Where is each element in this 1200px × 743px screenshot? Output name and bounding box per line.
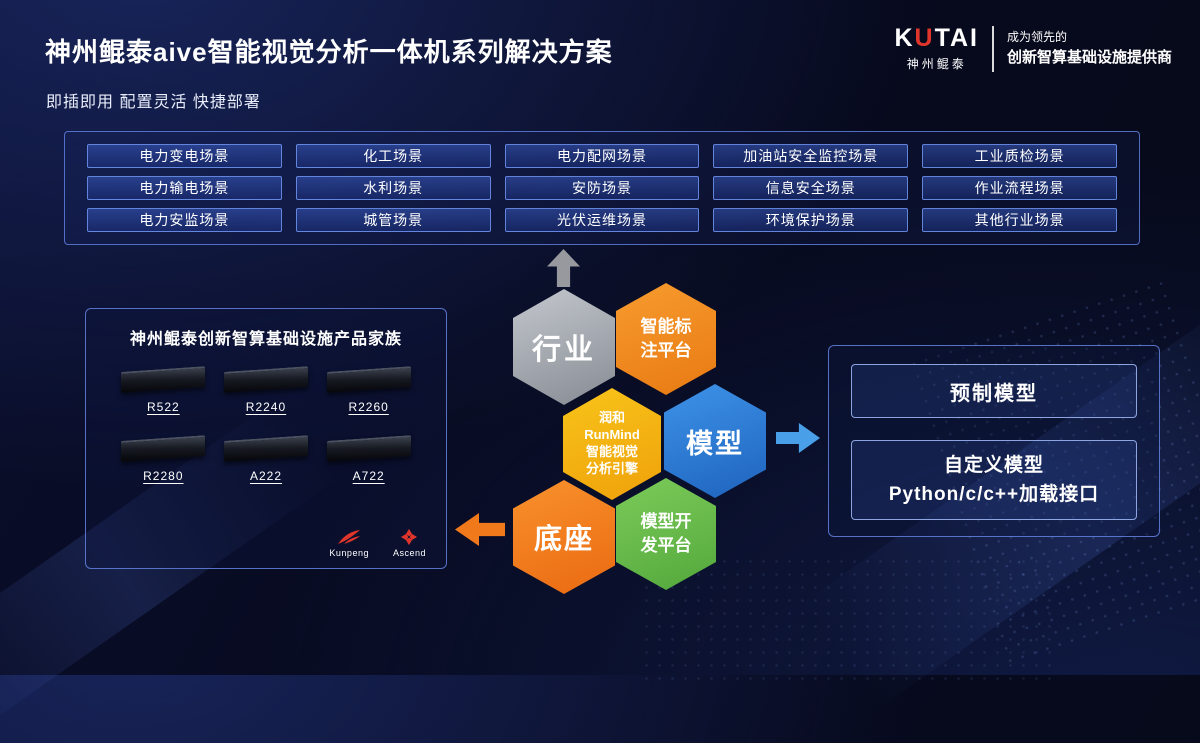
kunpeng-logo: Kunpeng — [329, 528, 369, 558]
brand-divider — [991, 26, 994, 72]
hexagon-annotation-line1: 智能标 — [640, 317, 692, 337]
hexagon-center-line2: RunMind — [584, 427, 640, 443]
scenario-tag: 电力输电场景 — [87, 176, 282, 200]
custom-model-box: 自定义模型 Python/c/c++加载接口 — [851, 440, 1137, 520]
product-item: R2260 — [317, 366, 420, 414]
ascend-logo-text: Ascend — [392, 548, 426, 558]
hexagon-dev-line1: 模型开 — [640, 512, 692, 532]
vendor-logos: Kunpeng Ascend — [329, 528, 426, 558]
hexagon-annotation-line2: 注平台 — [640, 341, 692, 360]
brand-letters-tai: TAI — [934, 24, 979, 52]
hexagon-center-line3: 智能视觉 — [585, 444, 638, 459]
hexagon-model-label: 模型 — [686, 428, 744, 459]
scenario-tag: 作业流程场景 — [922, 176, 1117, 200]
product-label: A722 — [352, 469, 385, 483]
scenario-tag: 环境保护场景 — [713, 208, 909, 232]
scenario-tag: 其他行业场景 — [922, 208, 1117, 232]
brand-letter-k: K — [894, 24, 915, 52]
server-image — [223, 435, 308, 462]
product-item: R2280 — [112, 435, 215, 483]
hexagon-dev-line2: 发平台 — [640, 536, 692, 555]
product-grid: R522 R2240 R2260 R2280 A222 A722 — [112, 366, 420, 483]
brand-tagline-line2: 创新智算基础设施提供商 — [1006, 48, 1172, 66]
product-label: A222 — [249, 469, 282, 483]
scenario-tag: 加油站安全监控场景 — [713, 144, 909, 168]
kunpeng-logo-icon — [338, 530, 361, 544]
hexagon-center-line1: 润和 — [598, 410, 625, 426]
scenario-grid: 电力变电场景 化工场景 电力配网场景 加油站安全监控场景 工业质检场景 电力输电… — [65, 132, 1139, 244]
scenario-tag: 电力安监场景 — [87, 208, 282, 232]
server-image — [121, 366, 206, 393]
brand-letter-u: U — [914, 24, 935, 52]
hexagon-base-label: 底座 — [533, 523, 594, 554]
product-item: R2240 — [215, 366, 318, 414]
brand-wordmark: KUTAI 神州鲲泰 — [894, 26, 979, 72]
page-title: 神州鲲泰aive智能视觉分析一体机系列解决方案 — [45, 37, 613, 67]
scenario-tag: 电力配网场景 — [504, 144, 700, 168]
scenario-tag: 电力变电场景 — [87, 144, 282, 168]
brand-wordmark-text: KUTAI — [894, 26, 979, 51]
product-item: A722 — [317, 435, 420, 483]
brand-chinese-name: 神州鲲泰 — [906, 57, 967, 71]
left-arrow-icon — [455, 513, 505, 546]
hexagon-model: 模型 — [664, 384, 766, 498]
prebuilt-model-label: 预制模型 — [950, 382, 1038, 405]
product-label: R522 — [146, 400, 180, 414]
hexagon-center-line4: 分析引擎 — [585, 460, 638, 476]
server-image — [326, 435, 411, 462]
scenario-tag: 水利场景 — [295, 176, 491, 200]
scenario-tag: 城管场景 — [295, 208, 491, 232]
custom-model-line1: 自定义模型 — [943, 454, 1044, 476]
product-family-panel: 神州鲲泰创新智算基础设施产品家族 R522 R2240 R2260 R2280 … — [85, 308, 447, 569]
model-panel: 预制模型 自定义模型 Python/c/c++加载接口 — [828, 345, 1160, 537]
server-image — [121, 435, 206, 462]
brand-tagline: 成为领先的 创新智算基础设施提供商 — [1007, 29, 1172, 68]
product-item: A222 — [215, 435, 318, 483]
hexagon-dev-platform: 模型开 发平台 — [616, 478, 716, 590]
prebuilt-model-box: 预制模型 — [851, 364, 1137, 418]
product-label: R2240 — [245, 400, 287, 414]
ascend-logo: Ascend — [393, 528, 426, 558]
hexagon-runmind-engine: 润和 RunMind 智能视觉 分析引擎 — [563, 388, 661, 500]
ascend-logo-icon — [401, 528, 418, 546]
product-item: R522 — [112, 366, 215, 414]
custom-model-line2: Python/c/c++加载接口 — [888, 484, 1100, 505]
server-image — [326, 366, 411, 393]
brand-logo: KUTAI 神州鲲泰 成为领先的 创新智算基础设施提供商 — [894, 26, 1172, 72]
kunpeng-logo-text: Kunpeng — [329, 548, 369, 558]
server-image — [223, 366, 308, 393]
page-subtitle: 即插即用 配置灵活 快捷部署 — [46, 94, 261, 111]
scenario-tag: 信息安全场景 — [713, 176, 909, 200]
scenario-tag: 光伏运维场景 — [504, 208, 700, 232]
hexagon-industry-label: 行业 — [531, 334, 596, 366]
scenario-panel: 电力变电场景 化工场景 电力配网场景 加油站安全监控场景 工业质检场景 电力输电… — [64, 131, 1140, 245]
product-family-title: 神州鲲泰创新智算基础设施产品家族 — [129, 331, 402, 348]
product-label: R2280 — [143, 469, 184, 483]
scenario-tag: 安防场景 — [504, 176, 700, 200]
hexagon-industry: 行业 — [513, 289, 615, 405]
hexagon-base: 底座 — [513, 480, 615, 594]
brand-tagline-line1: 成为领先的 — [1006, 30, 1067, 45]
scenario-tag: 化工场景 — [295, 144, 491, 168]
hexagon-annotation-platform: 智能标 注平台 — [616, 283, 716, 395]
hexagon-cluster: 行业 智能标 注平台 润和 RunMind 智能视觉 分析引擎 模型 底座 模型… — [500, 276, 840, 606]
scenario-tag: 工业质检场景 — [922, 144, 1117, 168]
product-label: R2260 — [348, 400, 389, 414]
